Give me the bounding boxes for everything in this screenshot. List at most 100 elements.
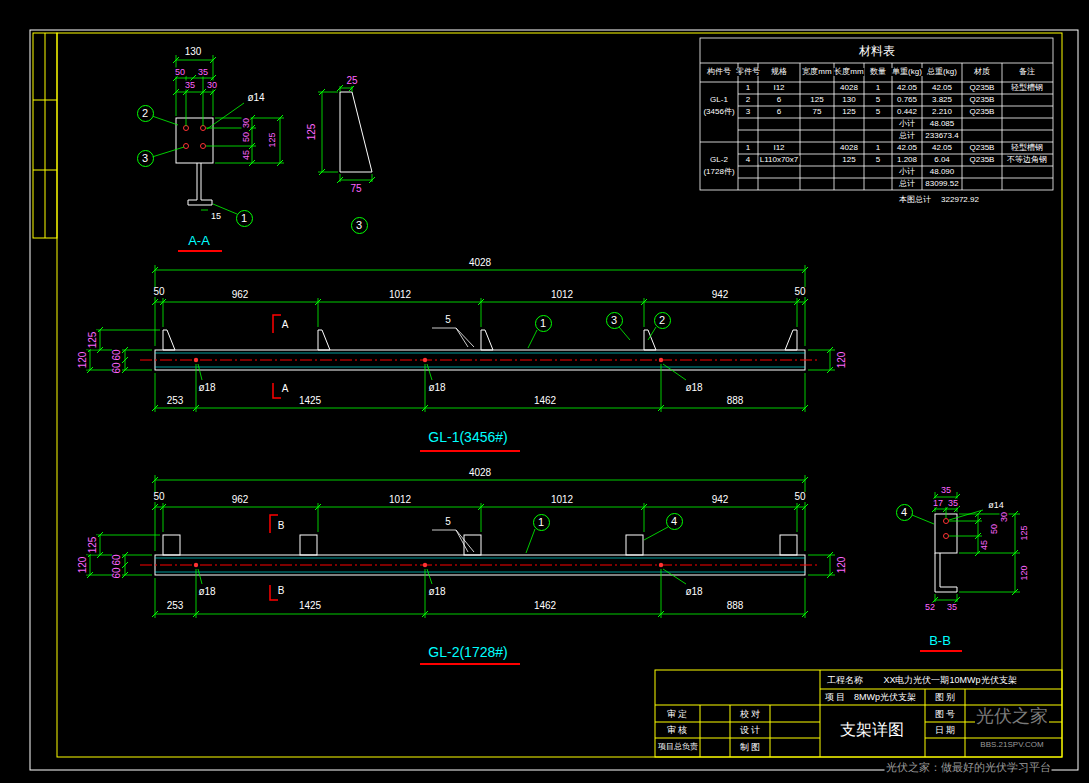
table-cell: GL-2 bbox=[709, 156, 729, 164]
dimension-text: 35 bbox=[197, 68, 209, 77]
dimension-tick bbox=[478, 299, 484, 305]
callout-circle: 1 bbox=[236, 210, 253, 227]
dimension-text: 30 bbox=[242, 117, 251, 129]
title-block-text: 日 期 bbox=[934, 726, 957, 735]
table-cell: 总计 bbox=[898, 132, 916, 140]
dimension-tick bbox=[152, 477, 158, 483]
callout-circle: 3 bbox=[606, 312, 623, 329]
dimension-text: ø18 bbox=[684, 587, 703, 597]
table-cell: GL-1 bbox=[709, 96, 729, 104]
table-cell: Q235B bbox=[969, 156, 996, 164]
table-cell: 42.05 bbox=[931, 144, 953, 152]
table-cell: 6.04 bbox=[933, 156, 951, 164]
dimension-tick bbox=[802, 299, 808, 305]
dimension-text: 1425 bbox=[298, 396, 322, 406]
dimension-tick bbox=[478, 504, 484, 510]
dimension-tick bbox=[802, 611, 808, 617]
dimension-tick bbox=[152, 405, 158, 411]
material-table-grid bbox=[700, 38, 1053, 190]
title-block-text: 校 对 bbox=[739, 710, 762, 719]
table-cell: 1 bbox=[875, 84, 881, 92]
table-cell: 不等边角钢 bbox=[1006, 156, 1048, 164]
table-cell: 3.825 bbox=[931, 96, 953, 104]
dimension-tick bbox=[152, 611, 158, 617]
bolt-holes bbox=[184, 126, 206, 149]
dimension-text: 120 bbox=[837, 351, 847, 370]
dimension-tick bbox=[658, 405, 664, 411]
table-cell: 轻型槽钢 bbox=[1010, 84, 1044, 92]
dimension-tick bbox=[200, 89, 206, 95]
title-block-text: 图 别 bbox=[934, 693, 957, 702]
dimension-text: 888 bbox=[726, 601, 745, 611]
table-cell: 1 bbox=[745, 144, 751, 152]
dimension-tick bbox=[152, 267, 158, 273]
sheet-frame bbox=[30, 30, 1078, 770]
dimension-text: 35 bbox=[946, 603, 958, 612]
dimension-tick bbox=[422, 611, 428, 617]
table-cell: 0.442 bbox=[896, 108, 918, 116]
dimension-text: 253 bbox=[166, 601, 185, 611]
dimension-lines bbox=[86, 475, 835, 618]
dimension-text: 1012 bbox=[388, 290, 412, 300]
section-b-b bbox=[935, 514, 957, 592]
table-cell: 零件号 bbox=[735, 68, 761, 76]
section-mark: A bbox=[281, 384, 290, 394]
table-cell: 4 bbox=[745, 156, 751, 164]
dimension-tick bbox=[827, 572, 833, 578]
dimension-text: 4028 bbox=[468, 258, 492, 268]
watermark: 光伏之家 bbox=[975, 707, 1049, 725]
dimension-tick bbox=[193, 405, 199, 411]
dimension-tick bbox=[173, 57, 179, 63]
table-cell: 单重(kg) bbox=[891, 68, 923, 76]
table-cell: 42.05 bbox=[896, 144, 918, 152]
dimension-tick bbox=[802, 267, 808, 273]
dimension-tick bbox=[658, 611, 664, 617]
dimension-text: 1462 bbox=[533, 601, 557, 611]
dimension-tick bbox=[122, 552, 128, 558]
watermark: 光伏之家：做最好的光伏学习平台 bbox=[885, 762, 1052, 773]
title-underline bbox=[920, 650, 962, 652]
table-cell: 6 bbox=[776, 96, 782, 104]
callout-number: 3 bbox=[356, 220, 362, 231]
table-cell: 2.210 bbox=[931, 108, 953, 116]
callout-number: 4 bbox=[671, 516, 677, 527]
dimension-tick bbox=[337, 85, 343, 91]
dimension-tick bbox=[183, 89, 189, 95]
section-title: B-B bbox=[928, 634, 952, 647]
table-cell: 125 bbox=[841, 108, 856, 116]
dimension-text: 35 bbox=[184, 81, 196, 90]
callout-number: 3 bbox=[611, 315, 617, 326]
dimension-tick bbox=[975, 511, 981, 517]
dimension-text: 120 bbox=[837, 556, 847, 575]
dimension-text: 25 bbox=[345, 76, 358, 86]
centerline bbox=[140, 565, 820, 566]
dimension-text: 60 bbox=[112, 553, 122, 566]
dimension-tick bbox=[122, 562, 128, 568]
dimension-tick bbox=[827, 552, 833, 558]
table-cell: 1 bbox=[745, 84, 751, 92]
dimension-lines bbox=[318, 86, 372, 182]
dimension-text: 125 bbox=[88, 536, 98, 555]
dimension-text: 962 bbox=[231, 290, 250, 300]
dimension-tick bbox=[315, 504, 321, 510]
table-cell: 轻型槽钢 bbox=[1010, 144, 1044, 152]
table-cell: 48.085 bbox=[929, 120, 955, 128]
dimension-text: 1462 bbox=[533, 396, 557, 406]
dimension-text: 50 bbox=[152, 287, 165, 297]
bolt-holes bbox=[944, 519, 949, 539]
dimension-tick bbox=[277, 115, 283, 121]
watermark: BBS.21SPV.COM bbox=[979, 741, 1044, 749]
dimension-lines bbox=[152, 55, 284, 214]
dimension-text: 45 bbox=[242, 149, 251, 161]
table-cell: Q235B bbox=[969, 96, 996, 104]
title-underline bbox=[420, 450, 520, 452]
dimension-text: 30 bbox=[206, 81, 218, 90]
dimension-tick bbox=[122, 357, 128, 363]
section-title: A-A bbox=[187, 234, 211, 247]
dimension-tick bbox=[160, 299, 166, 305]
dimension-tick bbox=[315, 299, 321, 305]
title-block-grid bbox=[655, 670, 1062, 757]
table-cell: Q235B bbox=[969, 84, 996, 92]
title-underline bbox=[178, 250, 222, 252]
